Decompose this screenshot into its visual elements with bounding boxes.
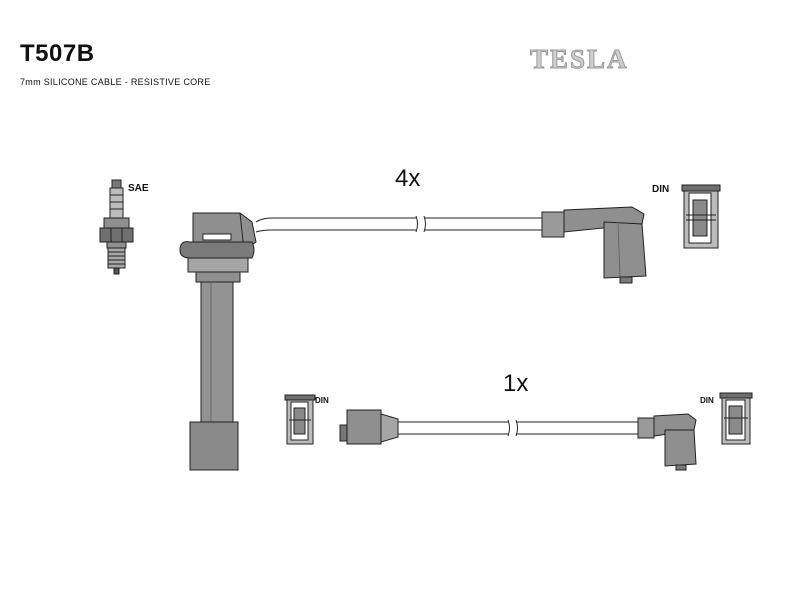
din-terminal-icon — [681, 184, 721, 249]
brand-logo: TESLA — [530, 44, 629, 75]
quantity-4x: 4x — [395, 165, 421, 192]
part-code: T507B — [20, 40, 95, 67]
cable-1x — [398, 419, 640, 437]
angled-connector-icon — [541, 206, 647, 284]
straight-connector-icon — [339, 409, 399, 445]
long-plug-boot-icon — [179, 212, 257, 471]
cable-spec: 7mm SILICONE CABLE - RESISTIVE CORE — [20, 77, 211, 87]
din-label-left: DIN — [315, 396, 329, 405]
angled-connector-small-icon — [637, 413, 697, 471]
din-label-top: DIN — [652, 184, 670, 195]
sae-label: SAE — [128, 183, 149, 194]
din-terminal-left-icon — [284, 394, 316, 445]
cable-4x — [255, 215, 545, 233]
din-label-right: DIN — [700, 396, 714, 405]
spark-plug-icon — [99, 179, 134, 275]
din-terminal-right-icon — [719, 392, 753, 445]
quantity-1x: 1x — [503, 370, 529, 397]
